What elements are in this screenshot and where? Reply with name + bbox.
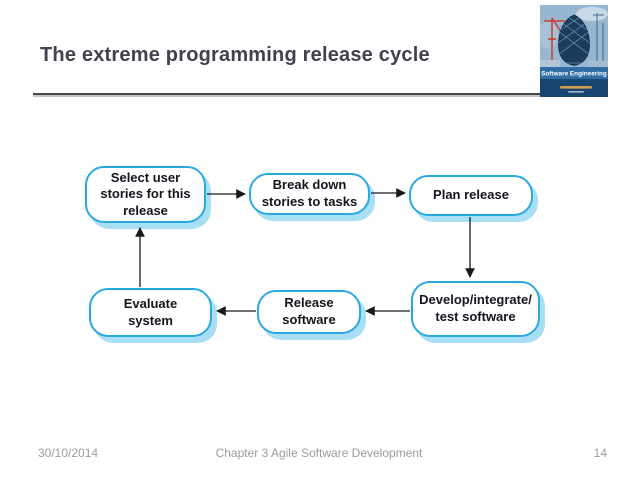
node-plan-release: Plan release bbox=[409, 175, 533, 216]
logo-cranes-right bbox=[593, 13, 604, 63]
logo-book-title: Software Engineering bbox=[541, 71, 607, 78]
logo-title-band bbox=[540, 67, 608, 79]
logo-gherkin-tower bbox=[558, 14, 590, 66]
book-cover-logo: Software Engineering bbox=[540, 5, 608, 97]
node-release-software: Release software bbox=[257, 290, 361, 334]
node-select-stories: Select user stories for this release bbox=[85, 166, 206, 223]
node-evaluate-system: Evaluate system bbox=[89, 288, 212, 337]
footer-date: 30/10/2014 bbox=[38, 446, 99, 460]
title-divider bbox=[33, 93, 540, 95]
footer-page-number: 14 bbox=[593, 446, 607, 460]
footer-chapter: Chapter 3 Agile Software Development bbox=[215, 446, 423, 460]
node-develop-test: Develop/integrate/ test software bbox=[411, 281, 540, 337]
page-title: The extreme programming release cycle bbox=[40, 44, 430, 66]
node-break-down: Break down stories to tasks bbox=[249, 173, 370, 215]
